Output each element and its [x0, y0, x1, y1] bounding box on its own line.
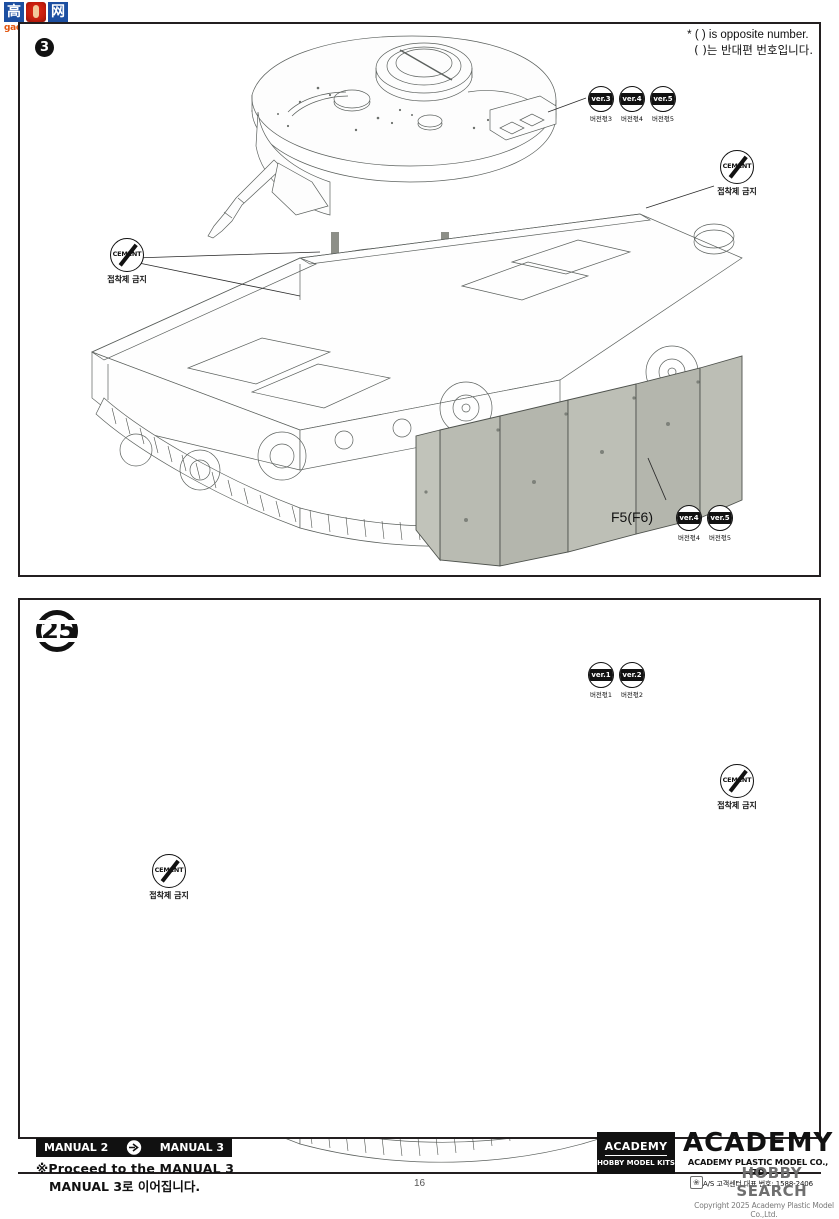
ver-badge-5-label: ver.5: [651, 93, 675, 105]
ver-badge-5: ver.5 버전젃5: [650, 86, 676, 123]
step-number-25: 25: [35, 610, 89, 652]
ver-badge-5-kr: 버전젃5: [651, 115, 675, 123]
opposite-number-note: * ( ) is opposite number. ( )는 반대편 번호입니다…: [687, 28, 813, 58]
footer-divider: [18, 1172, 821, 1174]
ver-badge-3-circle: ver.3: [588, 86, 614, 112]
manual-flow-note-kr: MANUAL 3로 이어집니다.: [49, 1179, 201, 1194]
academy-badge-bottom: HOBBY MODEL KITS: [597, 1158, 675, 1167]
hobby-search-mark-icon: ❀: [690, 1175, 703, 1189]
no-cement-label-kr: 접착제 금지: [149, 891, 189, 900]
gaoshou-char-1: 高: [4, 2, 24, 22]
manual-flow-from: MANUAL 2: [44, 1141, 109, 1154]
hobby-search-watermark: ❀ HOBBY SEARCH Copyright 2025 Academy Pl…: [690, 1164, 838, 1219]
no-cement-circle: CEMENT: [720, 150, 754, 184]
no-cement-circle: CEMENT: [110, 238, 144, 272]
ver-badge-3-label: ver.3: [589, 93, 613, 105]
part-ver-badge-5-circle: ver.5: [707, 505, 733, 531]
academy-company-name: ACADEMY PLASTIC MODEL CO., LTD.: [687, 1157, 829, 1177]
hobby-search-row: ❀ HOBBY SEARCH: [690, 1164, 838, 1200]
part-ver-badge-4-circle: ver.4: [676, 505, 702, 531]
academy-service-phone: A/S 고객센터 대표 번호: 1588-2406: [702, 1180, 814, 1188]
ver-badge-1-label: ver.1: [589, 669, 613, 681]
page-number: 16: [413, 1178, 426, 1189]
opposite-number-note-en: * ( ) is opposite number.: [687, 29, 809, 41]
no-cement-icon-top-left: CEMENT 접착제 금지: [98, 238, 156, 285]
manual-flow-bar: MANUAL 2 MANUAL 3: [36, 1138, 232, 1157]
academy-logo: ACADEMY: [683, 1128, 834, 1158]
instruction-panel-step-3: [18, 22, 821, 577]
no-cement-label-kr: 접착제 금지: [717, 187, 757, 196]
opposite-number-note-kr: ( )는 반대편 번호입니다.: [694, 43, 813, 57]
no-cement-icon-bottom-left: CEMENT 접착제 금지: [140, 854, 198, 901]
arrow-right-icon: [121, 1140, 147, 1155]
manual-flow-block: MANUAL 2 MANUAL 3 ※Proceed to the MANUAL…: [36, 1138, 266, 1195]
ver-badge-2-kr: 버전젃2: [620, 691, 644, 699]
ver-badge-4-label: ver.4: [620, 93, 644, 105]
no-cement-label-kr: 접착제 금지: [107, 275, 147, 284]
hand-icon: [26, 2, 46, 22]
part-ver-badge-5-kr: 버전젃5: [708, 534, 732, 542]
copyright-text: Copyright 2025 Academy Plastic Model Co.…: [694, 1201, 834, 1219]
part-ver-badge-4-kr: 버전젃4: [677, 534, 701, 542]
ver-badge-4-circle: ver.4: [619, 86, 645, 112]
ver-badge-2: ver.2 버전젃2: [619, 662, 645, 699]
ver-badge-1-kr: 버전젃1: [589, 691, 613, 699]
ver-badge-group-top: ver.3 버전젃3 ver.4 버전젃4 ver.5 버전젃5: [588, 86, 676, 123]
academy-badge-top: ACADEMY: [604, 1140, 668, 1156]
ver-badge-3: ver.3 버전젃3: [588, 86, 614, 123]
hobby-search-text: HOBBY SEARCH: [736, 1164, 808, 1200]
no-cement-icon-top-right: CEMENT 접착제 금지: [708, 150, 766, 197]
no-cement-icon-bottom-right: CEMENT 접착제 금지: [708, 764, 766, 811]
part-ver-badge-4: ver.4 버전젃4: [676, 505, 702, 542]
academy-hobby-badge: ACADEMY HOBBY MODEL KITS: [597, 1132, 675, 1174]
part-ver-badge-5-label: ver.5: [708, 512, 732, 524]
ver-badge-group-part: ver.4 버전젃4 ver.5 버전젃5: [676, 505, 733, 542]
part-ver-badge-4-label: ver.4: [677, 512, 701, 524]
no-cement-circle: CEMENT: [720, 764, 754, 798]
ver-badge-1: ver.1 버전젃1: [588, 662, 614, 699]
ver-badge-3-kr: 버전젃3: [589, 115, 613, 123]
gaoshou-glyph-row: 高 网: [4, 2, 76, 22]
manual-flow-note-en: ※Proceed to the MANUAL 3: [36, 1161, 235, 1176]
ver-badge-5-circle: ver.5: [650, 86, 676, 112]
ver-badge-1-circle: ver.1: [588, 662, 614, 688]
no-cement-circle: CEMENT: [152, 854, 186, 888]
part-ver-badge-5: ver.5 버전젃5: [707, 505, 733, 542]
ver-badge-4-kr: 버전젃4: [620, 115, 644, 123]
manual-flow-to: MANUAL 3: [159, 1141, 224, 1154]
ver-badge-2-label: ver.2: [620, 669, 644, 681]
no-cement-label-kr: 접착제 금지: [717, 801, 757, 810]
part-callout-f5f6: F5(F6): [611, 509, 653, 525]
academy-footer-block: ACADEMY ACADEMY PLASTIC MODEL CO., LTD. …: [683, 1130, 833, 1189]
step-number-3: 3: [35, 38, 54, 57]
ver-badge-2-circle: ver.2: [619, 662, 645, 688]
ver-badge-4: ver.4 버전젃4: [619, 86, 645, 123]
ver-badge-group-bottom: ver.1 버전젃1 ver.2 버전젃2: [588, 662, 645, 699]
instruction-panel-step-25: [18, 598, 821, 1139]
gaoshou-char-3: 网: [48, 2, 68, 22]
